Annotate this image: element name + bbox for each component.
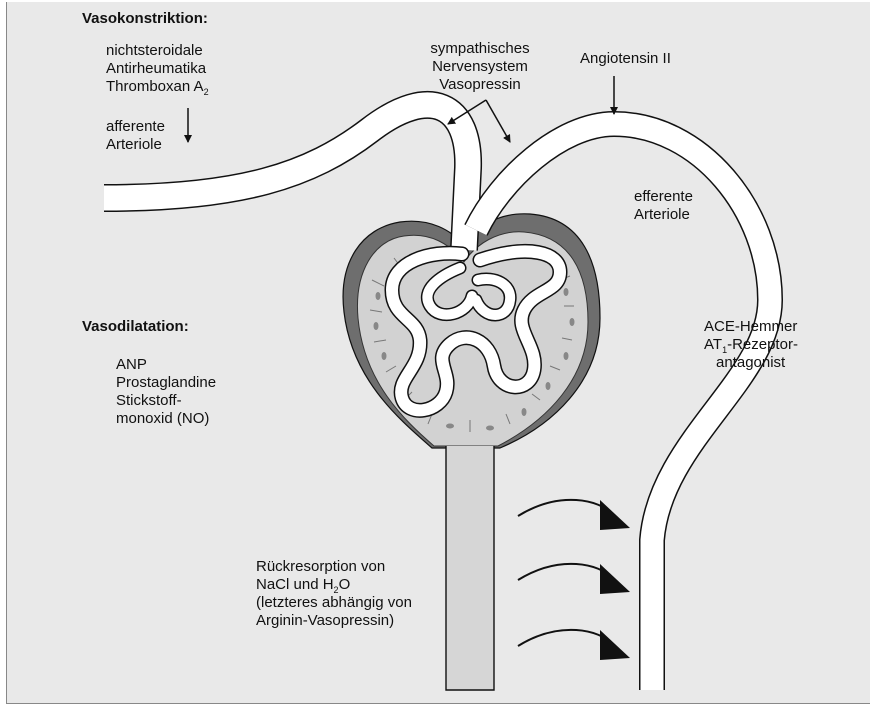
efferent-label-line1: efferente: [634, 188, 693, 206]
sympathetic-label-line2: Nervensystem: [410, 58, 550, 76]
nsaid-label-line1: nichtsteroidale: [106, 42, 203, 60]
sympathetic-label-line1: sympathisches: [410, 40, 550, 58]
prostaglandine-label: Prostaglandine: [116, 374, 216, 392]
sympathetic-label-line3: Vasopressin: [410, 76, 550, 94]
afferent-label-line1: afferente: [106, 118, 165, 136]
at1-antagonist-label-line2: antagonist: [716, 354, 785, 372]
reabsorption-label-line1: Rückresorption von: [256, 558, 385, 576]
vasoconstriction-heading: Vasokonstriktion:: [82, 10, 208, 28]
ace-inhibitor-label: ACE-Hemmer: [704, 318, 797, 336]
thromboxan-label: Thromboxan A2: [106, 78, 209, 101]
reabsorption-arrows: [518, 500, 612, 646]
reabsorption-label-line4: Arginin-Vasopressin): [256, 612, 394, 630]
efferent-label-line2: Arteriole: [634, 206, 690, 224]
no-label-line1: Stickstoff-: [116, 392, 182, 410]
reabsorption-label-line3: (letzteres abhängig von: [256, 594, 412, 612]
reabsorption-arrowheads: [600, 500, 630, 660]
no-label-line2: monoxid (NO): [116, 410, 209, 428]
sympathetic-arrow-right: [486, 100, 510, 142]
vasodilation-heading: Vasodilatation:: [82, 318, 189, 336]
anp-label: ANP: [116, 356, 147, 374]
afferent-label-line2: Arteriole: [106, 136, 162, 154]
nsaid-label-line2: Antirheumatika: [106, 60, 206, 78]
angiotensin-label: Angiotensin II: [580, 50, 671, 68]
tubule: [446, 446, 494, 690]
